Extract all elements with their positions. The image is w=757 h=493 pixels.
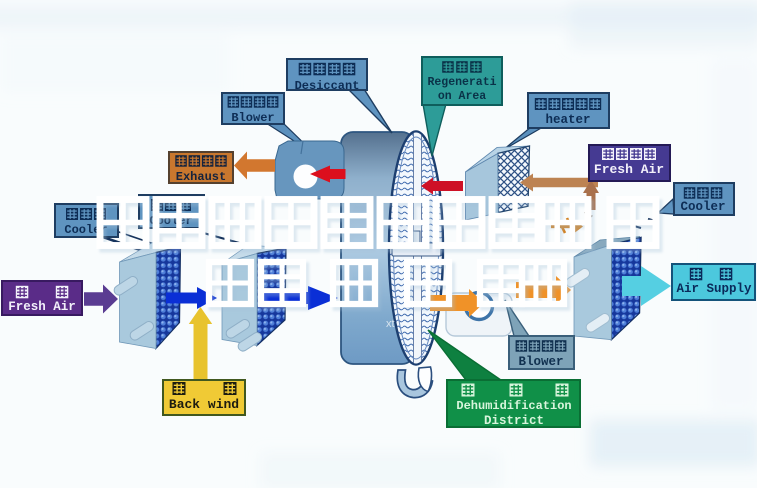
- svg-text:Blower: Blower: [231, 111, 274, 125]
- svg-text:Fresh Air: Fresh Air: [594, 162, 664, 177]
- svg-text:Desiccant: Desiccant: [295, 79, 360, 93]
- svg-text:Fresh Air: Fresh Air: [8, 300, 76, 314]
- svg-text:Back wind: Back wind: [169, 397, 239, 412]
- svg-text:heater: heater: [545, 113, 590, 127]
- svg-text:Dehumidification: Dehumidification: [456, 399, 571, 413]
- svg-text:Air Supply: Air Supply: [676, 282, 752, 296]
- svg-text:Cooler: Cooler: [680, 200, 725, 214]
- svg-text:District: District: [484, 414, 544, 428]
- svg-text:xt: xt: [386, 318, 395, 330]
- svg-text:Blower: Blower: [518, 355, 563, 369]
- svg-text:Regenerati: Regenerati: [427, 76, 496, 89]
- svg-text:Exhaust: Exhaust: [176, 170, 226, 184]
- svg-text:on Area: on Area: [438, 90, 486, 103]
